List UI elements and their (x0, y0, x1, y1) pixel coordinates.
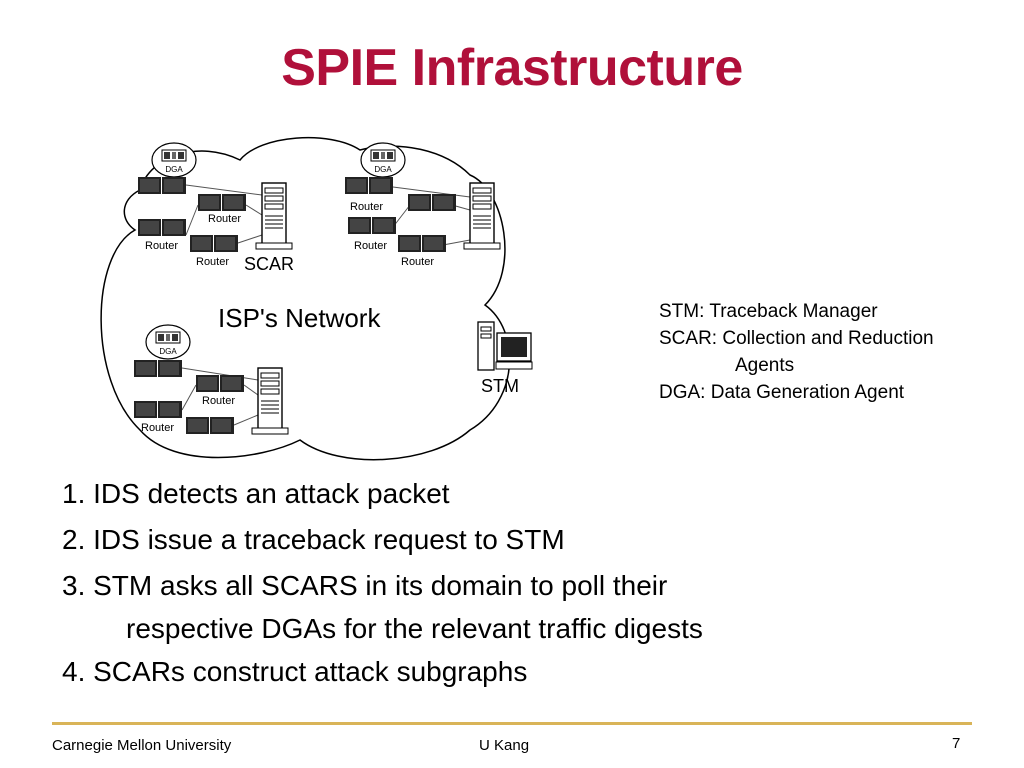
page-number: 7 (952, 735, 961, 752)
footer-rule (52, 722, 972, 725)
router-icon (197, 193, 247, 212)
legend: STM: Traceback Manager SCAR: Collection … (659, 298, 934, 406)
router-label: Router (145, 240, 178, 252)
router-icon (137, 176, 187, 195)
spie-network-diagram: DGA Router Router Router SCAR DGA Router… (100, 136, 533, 461)
scar-server-icon (251, 367, 289, 435)
router-label: Router (354, 240, 387, 252)
scar-server-icon (463, 182, 501, 250)
scar-label: SCAR (244, 254, 294, 274)
router-label: Router (401, 256, 434, 268)
router-icon (133, 359, 183, 378)
router-icon (397, 234, 447, 253)
router-label: Router (202, 395, 235, 407)
router-label: Router (208, 213, 241, 225)
router-icon (189, 234, 239, 253)
dga-label: DGA (374, 165, 392, 174)
router-icon (137, 218, 187, 237)
router-label: Router (350, 201, 383, 213)
stm-label: STM (481, 376, 519, 396)
step-3-cont: respective DGAs for the relevant traffic… (126, 613, 703, 644)
step-2: 2. IDS issue a traceback request to STM (62, 524, 565, 555)
stm-workstation-icon (477, 321, 533, 371)
router-label: Router (196, 256, 229, 268)
router-label: Router (141, 422, 174, 434)
slide-title: SPIE Infrastructure (281, 39, 743, 97)
steps-list: 1. IDS detects an attack packet 2. IDS i… (62, 471, 703, 695)
router-icon (195, 374, 245, 393)
router-icon (407, 193, 457, 212)
legend-scar: SCAR: Collection and Reduction (659, 328, 934, 349)
network-label: ISP's Network (218, 303, 381, 333)
legend-scar-cont: Agents (735, 355, 795, 376)
step-1: 1. IDS detects an attack packet (62, 478, 450, 509)
footer-author: U Kang (479, 737, 530, 754)
router-icon (347, 216, 397, 235)
legend-stm: STM: Traceback Manager (659, 301, 878, 322)
dga-label: DGA (165, 165, 183, 174)
step-3: 3. STM asks all SCARS in its domain to p… (62, 570, 668, 601)
router-icon (133, 400, 183, 419)
router-icon (344, 176, 394, 195)
legend-dga: DGA: Data Generation Agent (659, 382, 905, 403)
dga-label: DGA (159, 347, 177, 356)
router-icon (185, 416, 235, 435)
scar-server-icon (255, 182, 293, 250)
footer-institution: Carnegie Mellon University (52, 737, 232, 754)
step-4: 4. SCARs construct attack subgraphs (62, 656, 528, 687)
